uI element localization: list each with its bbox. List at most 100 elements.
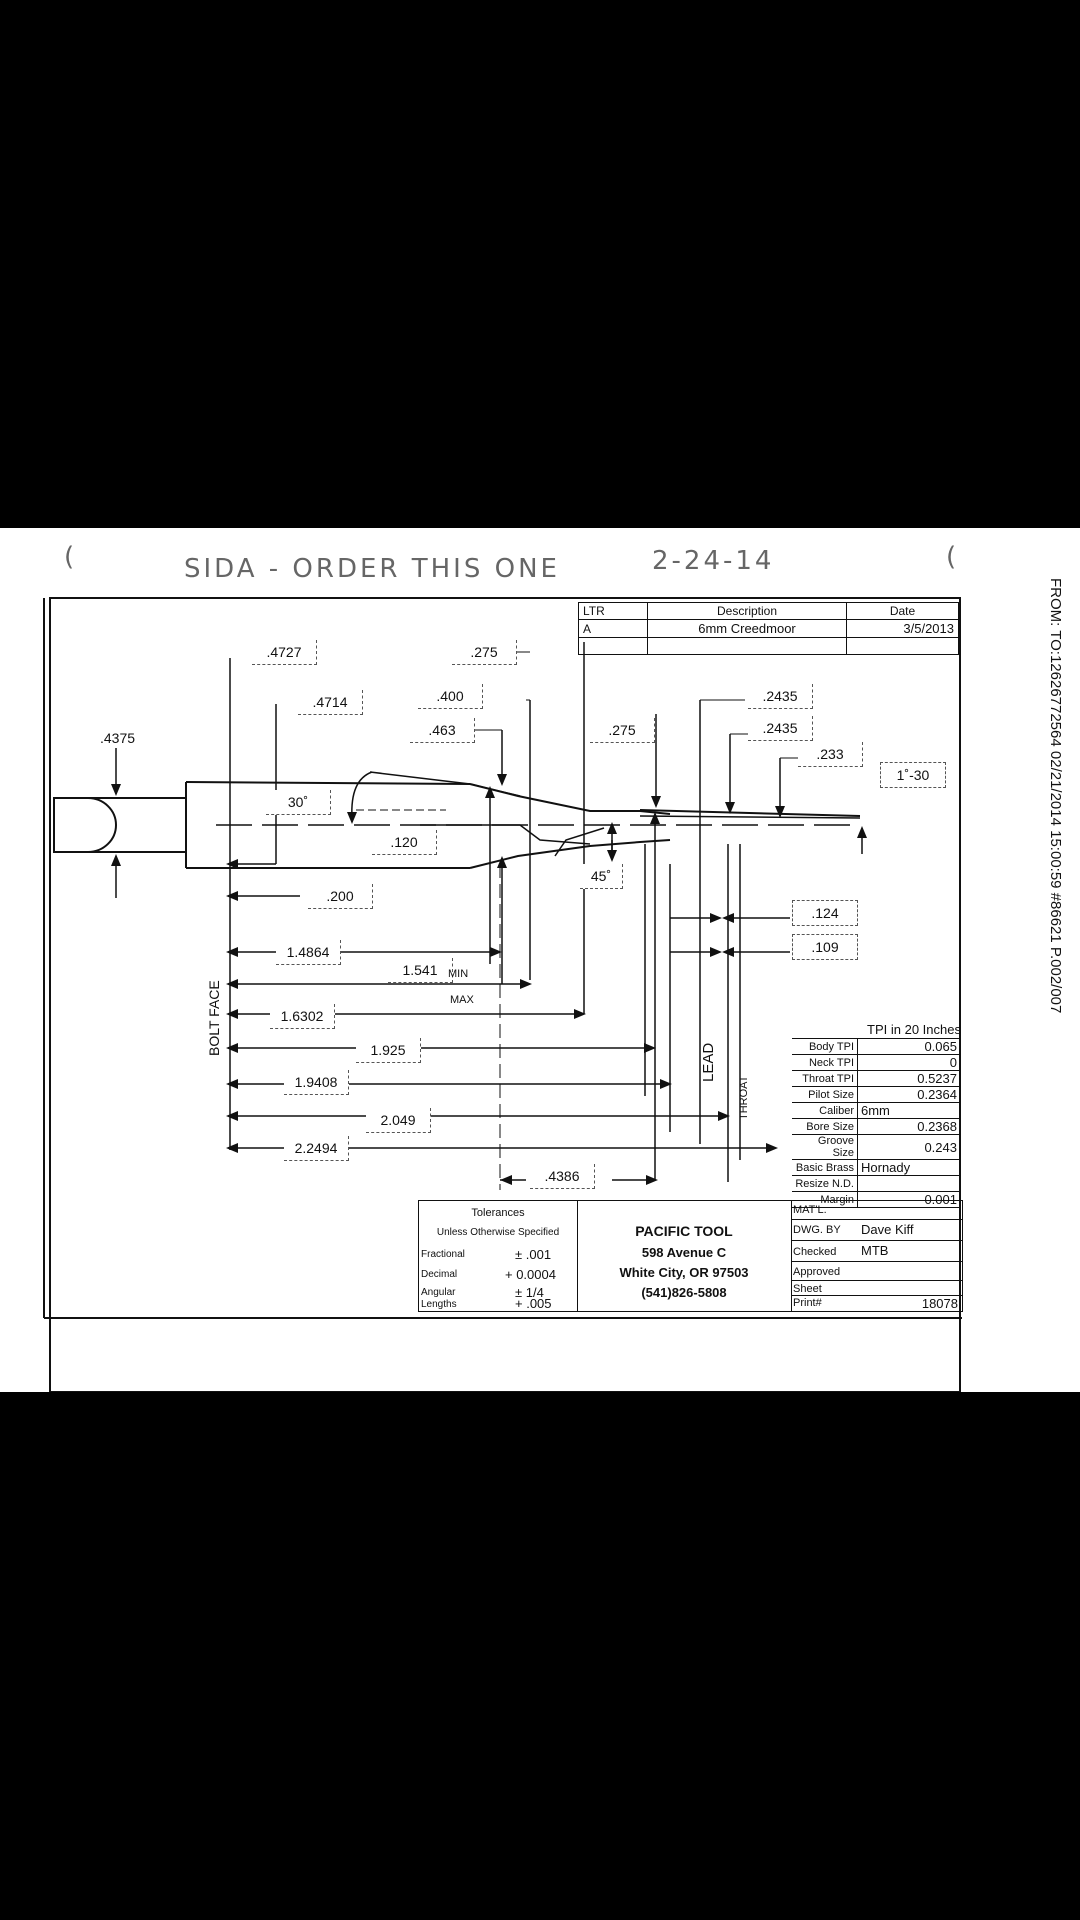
label-max: MAX — [450, 994, 474, 1006]
revision-table: LTR Description Date A 6mm Creedmoor 3/5… — [578, 602, 959, 655]
dim-1-925: 1.925 — [356, 1038, 421, 1063]
rev-empty — [846, 637, 959, 655]
tol-value-lengths: + .005 — [515, 1296, 552, 1311]
tolerances-panel: Tolerances Unless Otherwise Specified Fr… — [419, 1201, 578, 1311]
dim-2-049: 2.049 — [366, 1108, 431, 1133]
tpi-key: Neck TPI — [792, 1054, 858, 1071]
handwritten-note: SIDA - ORDER THIS ONE — [184, 554, 560, 584]
company-address: 598 Avenue C — [641, 1245, 727, 1260]
handwritten-date: 2-24-14 — [652, 546, 775, 576]
tpi-key: Groove Size — [792, 1134, 858, 1160]
tpi-title: TPI in 20 Inches — [867, 1022, 961, 1037]
label-min: MIN — [448, 968, 469, 980]
tolerances-title: Tolerances — [471, 1207, 525, 1219]
company-city: White City, OR 97503 — [619, 1265, 749, 1280]
dim-4714: .4714 — [298, 690, 363, 715]
tol-key-decimal: Decimal — [421, 1269, 458, 1280]
label-bolt-face: BOLT FACE — [206, 980, 222, 1056]
label-throat: THROAT — [738, 1075, 750, 1120]
drawing-info-panel: MAT'L. DWG. BY Dave Kiff Checked MTB Appro… — [791, 1201, 962, 1311]
dim-1-6302: 1.6302 — [270, 1004, 335, 1029]
tpi-value: 0.065 — [857, 1038, 961, 1055]
tpi-key: Margin — [792, 1191, 858, 1208]
dim-200: .200 — [308, 884, 373, 909]
drawing-sheet: ( SIDA - ORDER THIS ONE 2-24-14 ( FROM: … — [0, 528, 1080, 1392]
matl-label: MAT'L. — [793, 1204, 827, 1216]
tpi-key: Caliber — [792, 1102, 858, 1119]
tpi-value — [857, 1175, 961, 1192]
tpi-value: 0 — [857, 1054, 961, 1071]
rev-header-description: Description — [647, 602, 847, 620]
rev-date: 3/5/2013 — [846, 619, 959, 638]
tol-value-angular: ± 1/4 — [515, 1285, 544, 1300]
dim-120: .120 — [372, 830, 437, 855]
tol-key-angular: Angular — [421, 1287, 456, 1298]
tol-value-decimal: + 0.0004 — [505, 1267, 556, 1282]
company-panel: PACIFIC TOOL 598 Avenue C White City, OR… — [577, 1201, 792, 1311]
tpi-key: Basic Brass — [792, 1159, 858, 1176]
dwg-by-label: DWG. BY — [793, 1224, 841, 1236]
tpi-key: Bore Size — [792, 1118, 858, 1135]
rev-description: 6mm Creedmoor — [647, 619, 847, 638]
dim-1-4864: 1.4864 — [276, 940, 341, 965]
dim-1deg30: 1˚-30 — [880, 762, 946, 788]
tpi-value: 0.5237 — [857, 1070, 961, 1087]
info-row-approved: Approved — [791, 1262, 962, 1281]
sheet-label: Sheet — [793, 1283, 822, 1295]
dim-109: .109 — [792, 934, 858, 960]
info-row-checked: Checked MTB — [791, 1241, 962, 1262]
dim-2435-a: .2435 — [748, 684, 813, 709]
dim-275-top: .275 — [452, 640, 517, 665]
dim-124: .124 — [792, 900, 858, 926]
info-row-sheet: Sheet — [791, 1281, 962, 1296]
tpi-row: Resize N.D. — [792, 1175, 961, 1192]
dim-233: .233 — [798, 742, 863, 767]
dim-45deg: 45˚ — [580, 864, 623, 889]
tol-key-lengths: Lengths — [421, 1299, 457, 1310]
dim-4727: .4727 — [252, 640, 317, 665]
rev-header-ltr: LTR — [578, 602, 648, 620]
company-name: PACIFIC TOOL — [635, 1223, 733, 1239]
tpi-key: Resize N.D. — [792, 1175, 858, 1192]
info-row-print: Print# 18078 — [791, 1296, 962, 1311]
dim-463: .463 — [410, 718, 475, 743]
tpi-value: 0.001 — [857, 1191, 961, 1208]
tol-key-fractional: Fractional — [421, 1249, 465, 1260]
dim-4386: .4386 — [530, 1164, 595, 1189]
tpi-value: 0.243 — [857, 1134, 961, 1160]
company-phone: (541)826-5808 — [641, 1285, 727, 1300]
tpi-key: Body TPI — [792, 1038, 858, 1055]
tolerances-subtitle: Unless Otherwise Specified — [436, 1227, 560, 1238]
tpi-value: 6mm — [857, 1102, 961, 1119]
tpi-value: Hornady — [857, 1159, 961, 1176]
checked-label: Checked — [793, 1246, 837, 1258]
dwg-by-value: Dave Kiff — [861, 1222, 914, 1237]
tpi-key: Throat TPI — [792, 1070, 858, 1087]
dim-shank-diameter: .4375 — [100, 730, 136, 746]
tol-value-fractional: ± .001 — [515, 1247, 552, 1262]
dim-1-541: 1.541 — [388, 958, 453, 983]
dim-2-2494: 2.2494 — [284, 1136, 349, 1161]
rev-header-date: Date — [846, 602, 959, 620]
tpi-value: 0.2364 — [857, 1086, 961, 1103]
dim-400: .400 — [418, 684, 483, 709]
print-value: 18078 — [921, 1296, 958, 1311]
reamer-drawing — [43, 597, 962, 1392]
info-row-matl: MAT'L. — [791, 1201, 962, 1220]
checked-value: MTB — [861, 1243, 889, 1258]
rev-empty — [647, 637, 847, 655]
approved-label: Approved — [793, 1266, 841, 1278]
label-lead: LEAD — [700, 1042, 717, 1082]
tpi-key: Pilot Size — [792, 1086, 858, 1103]
print-label: Print# — [793, 1297, 822, 1309]
rev-ltr: A — [578, 619, 648, 638]
